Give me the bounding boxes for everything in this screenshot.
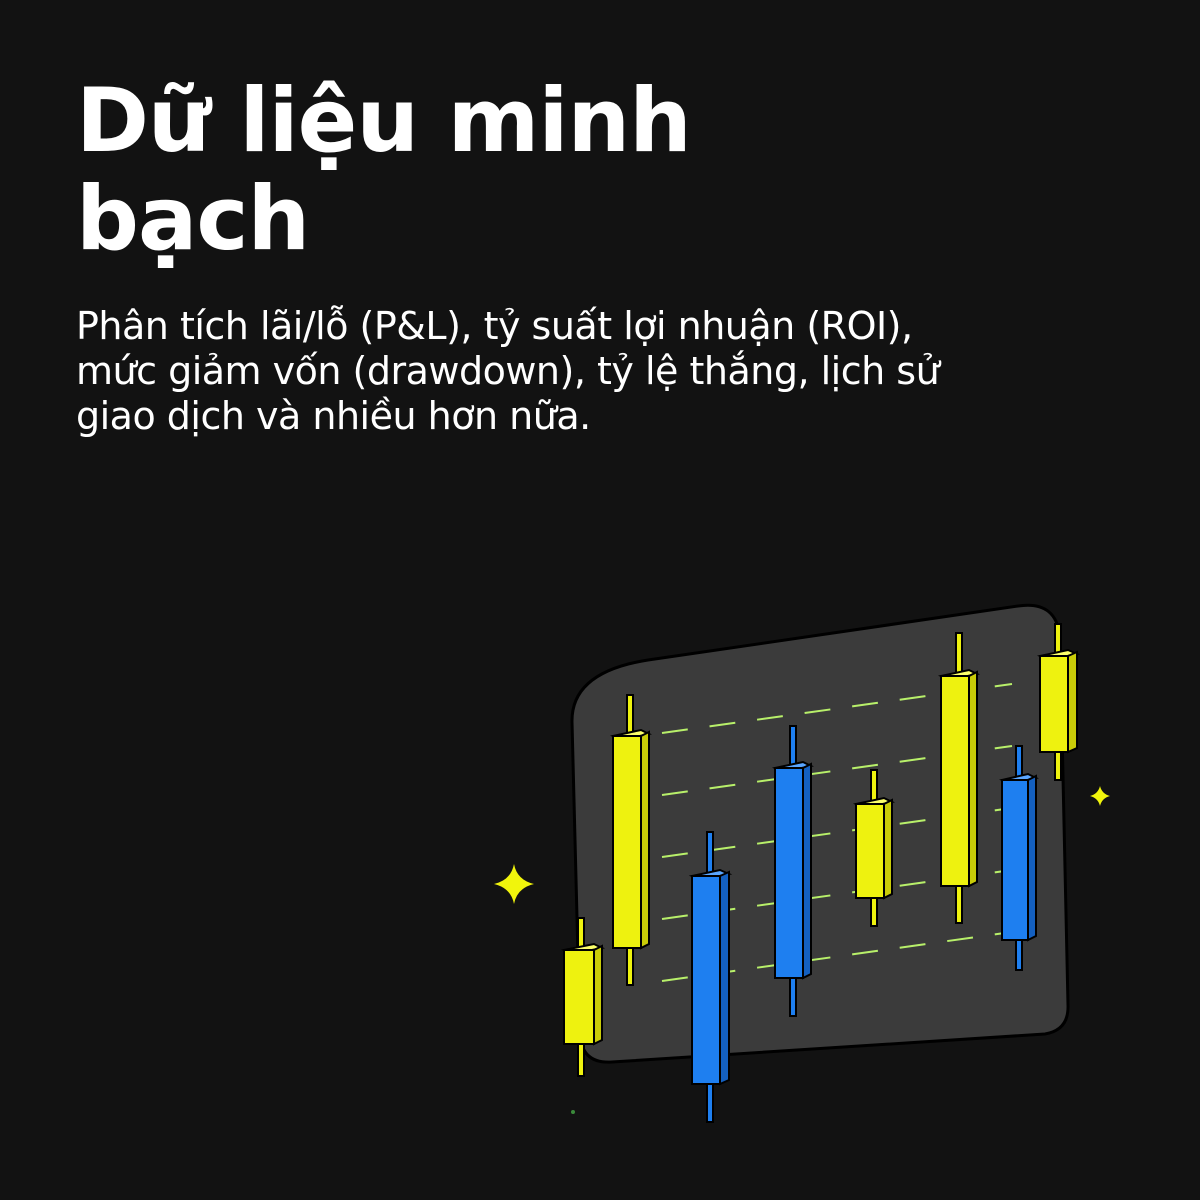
candlestick-chart-icon — [494, 603, 1110, 1123]
candle-yellow-4 — [938, 632, 980, 924]
subtitle-line-3: giao dịch và nhiều hơn nữa. — [76, 394, 591, 438]
page-subtitle: Phân tích lãi/lỗ (P&L), tỷ suất lợi nhuậ… — [76, 304, 1156, 439]
candle-yellow-1 — [560, 917, 606, 1077]
subtitle-line-1: Phân tích lãi/lỗ (P&L), tỷ suất lợi nhuậ… — [76, 304, 913, 348]
subtitle-line-2: mức giảm vốn (drawdown), tỷ lệ thắng, lị… — [76, 349, 940, 393]
candle-yellow-3 — [853, 769, 895, 927]
candle-blue-3 — [999, 745, 1039, 971]
sparkle-large-icon — [494, 864, 534, 904]
candle-blue-1 — [688, 831, 733, 1123]
candle-yellow-5 — [1037, 623, 1081, 781]
page-title: Dữ liệu minh bạch — [76, 72, 836, 268]
title-line-1: Dữ liệu minh — [76, 69, 692, 172]
title-line-2: bạch — [76, 167, 310, 270]
sparkle-dot-icon — [571, 1110, 575, 1114]
candle-yellow-2 — [610, 694, 652, 986]
sparkle-small-icon — [1090, 786, 1110, 806]
candle-blue-2 — [772, 725, 814, 1017]
